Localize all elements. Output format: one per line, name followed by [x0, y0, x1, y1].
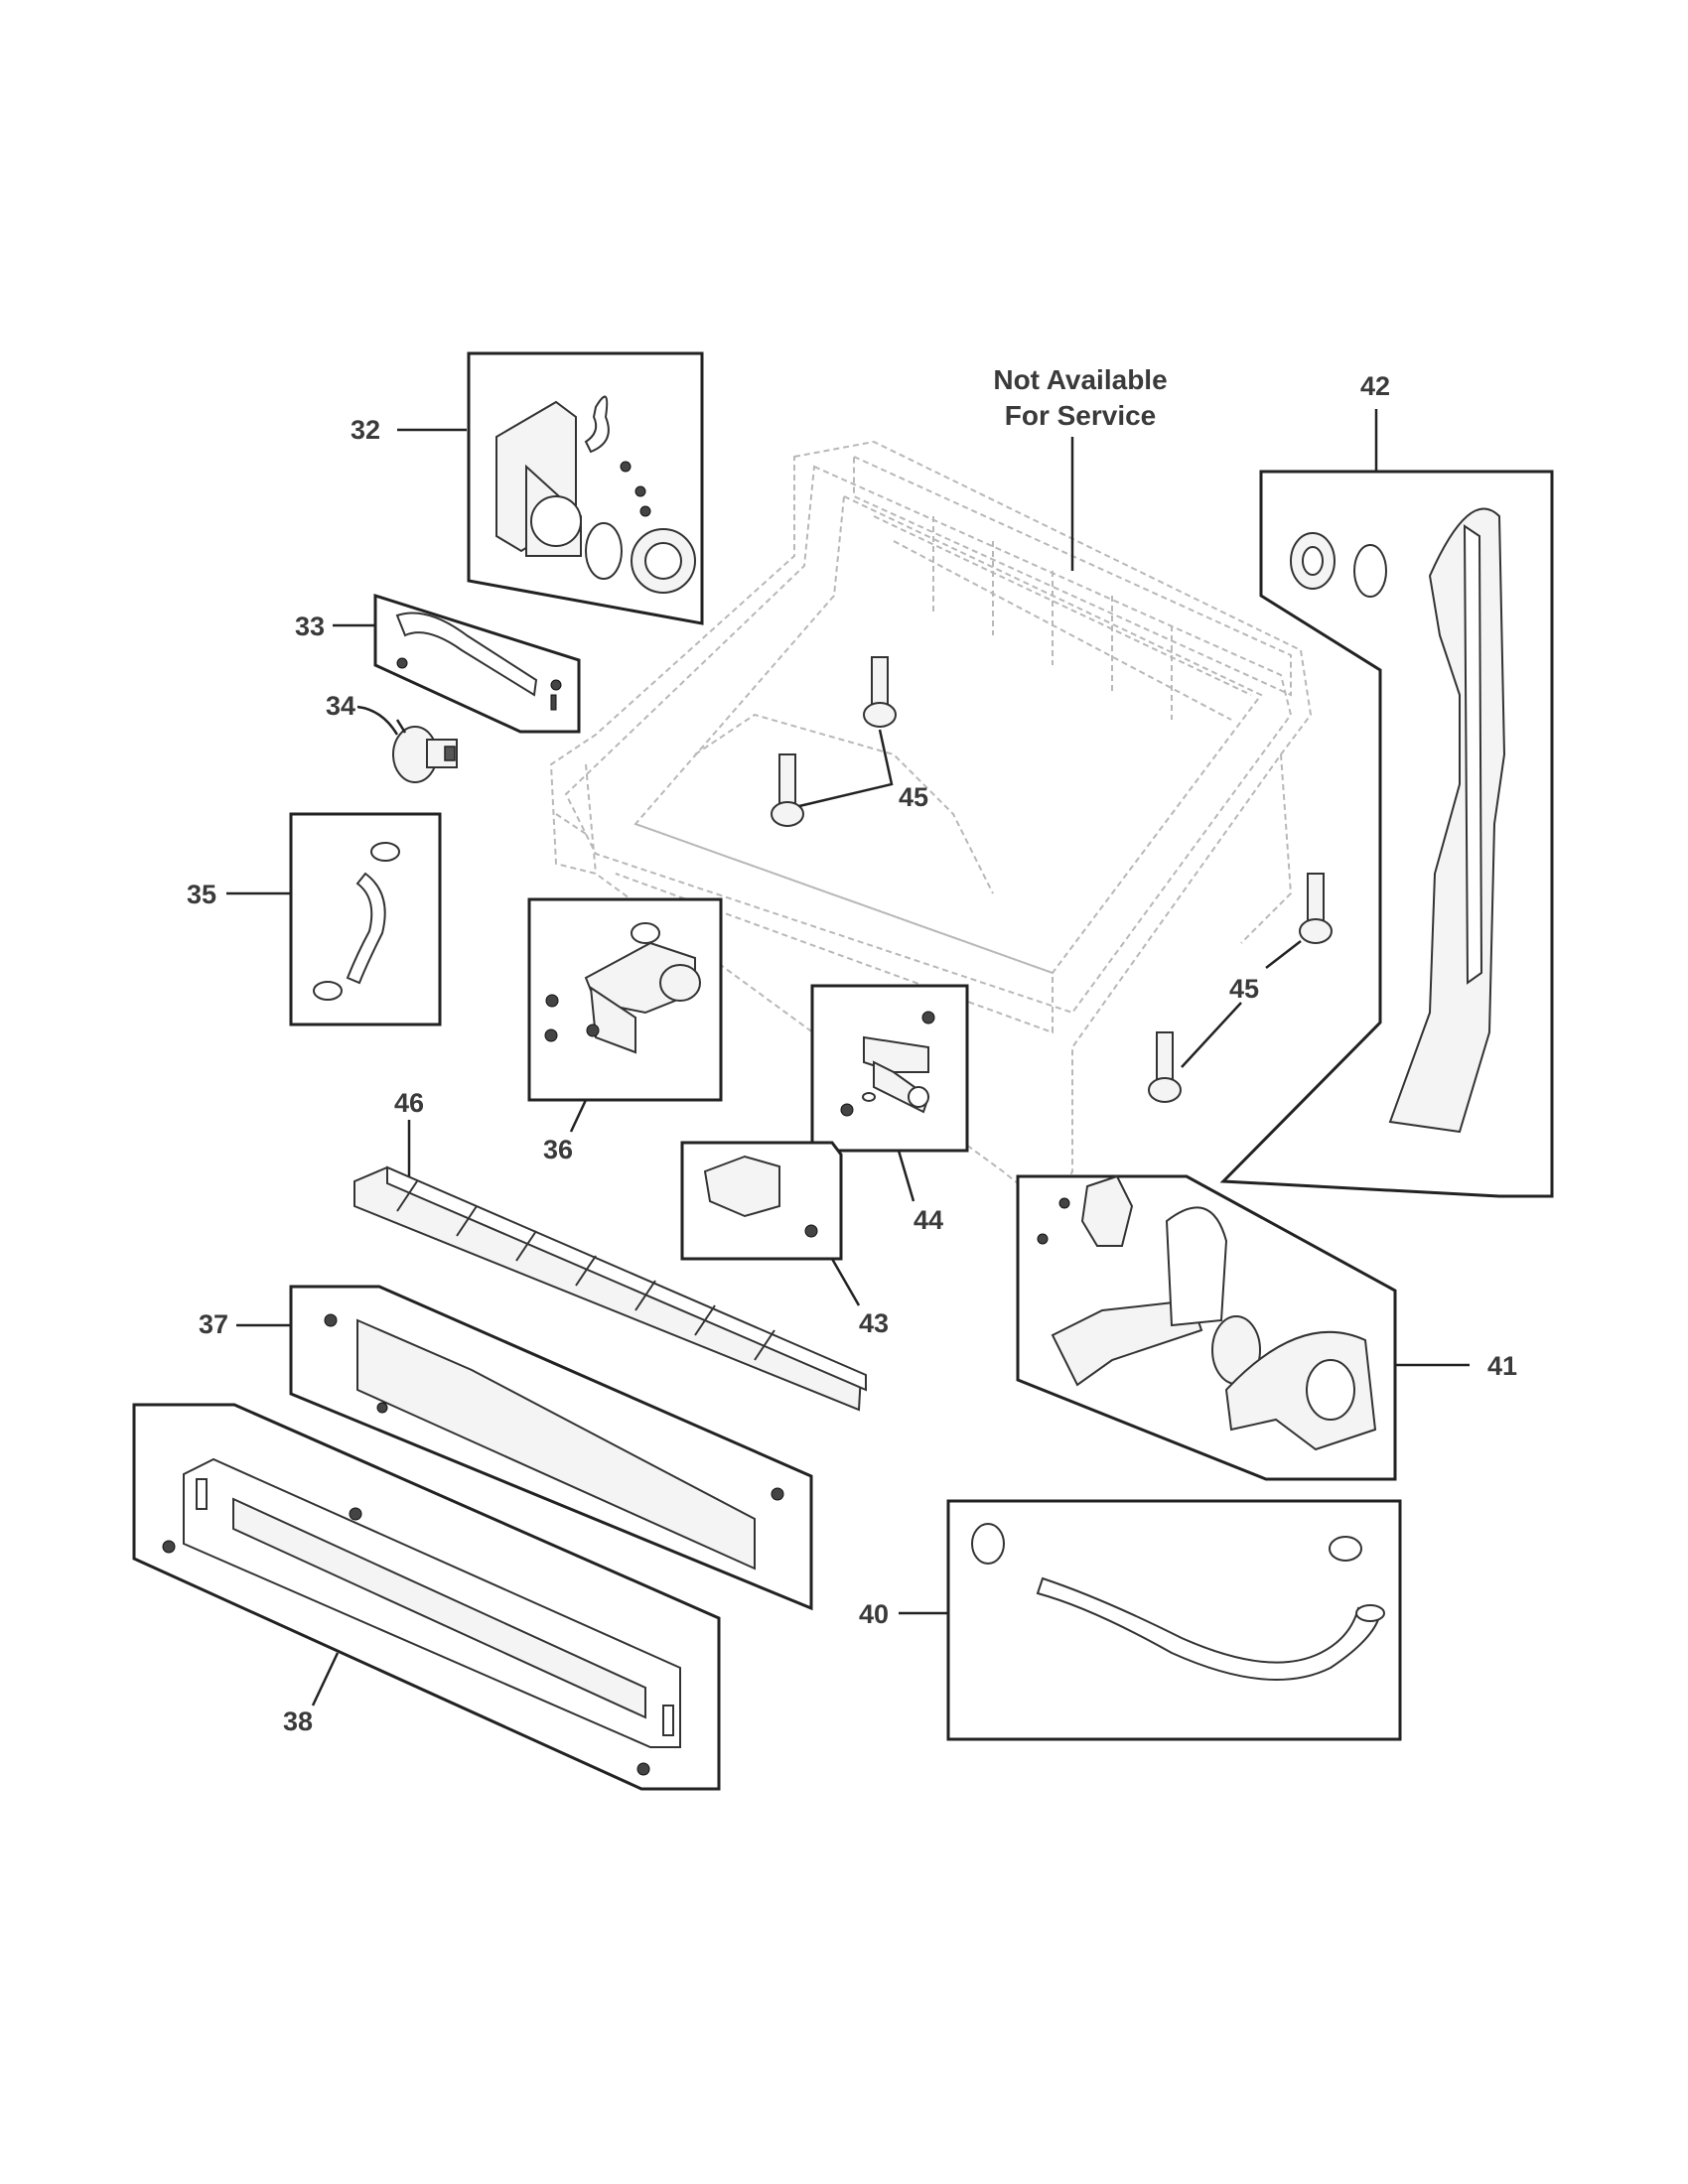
part-32-group	[467, 351, 704, 625]
callout-38-leader	[311, 1652, 340, 1706]
callout-36-leader	[569, 1099, 588, 1133]
callout-43-leader	[830, 1258, 861, 1306]
part-45-legs	[771, 656, 1333, 1103]
part-44-group	[810, 984, 969, 1153]
part-35-group	[289, 812, 442, 1026]
callout-32: 32	[351, 415, 380, 445]
callout-45b: 45	[1229, 974, 1259, 1004]
part-40-group	[946, 1499, 1402, 1741]
callout-45a-leader	[798, 729, 894, 808]
callout-44: 44	[914, 1205, 943, 1235]
callout-43: 43	[859, 1308, 889, 1338]
callout-34: 34	[326, 691, 355, 721]
callout-46: 46	[394, 1088, 424, 1118]
part-37-group	[289, 1285, 813, 1611]
callout-34-leader	[356, 705, 399, 736]
callout-44-leader	[897, 1150, 915, 1202]
callout-36: 36	[543, 1135, 573, 1164]
part-36-group	[527, 897, 723, 1102]
part-33-group	[373, 593, 581, 734]
part-43-group	[680, 1141, 843, 1261]
part-46-group	[353, 1165, 867, 1412]
part-42-group	[1219, 470, 1554, 1198]
callout-45b-leader-b	[1181, 1002, 1242, 1068]
not-available-note-line1: Not Available	[993, 364, 1167, 395]
base-frame-ghost	[549, 440, 1313, 1213]
callout-38: 38	[283, 1706, 313, 1736]
callout-33: 33	[295, 612, 325, 641]
callout-45b-leader-a	[1265, 940, 1302, 969]
callout-35: 35	[187, 880, 216, 909]
callout-40: 40	[859, 1599, 889, 1629]
callout-41: 41	[1487, 1351, 1517, 1381]
part-34-group	[392, 719, 458, 783]
not-available-note-line2: For Service	[1005, 400, 1157, 431]
part-38-group	[132, 1403, 721, 1791]
callout-45a: 45	[899, 782, 928, 812]
callout-37: 37	[199, 1309, 228, 1339]
part-41-group	[1016, 1174, 1397, 1481]
callout-42: 42	[1360, 371, 1390, 401]
